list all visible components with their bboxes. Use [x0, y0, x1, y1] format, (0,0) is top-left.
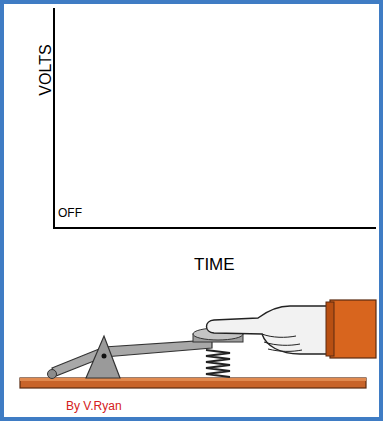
- credit-label: By V.Ryan: [66, 400, 122, 412]
- time-axis: [53, 227, 376, 229]
- hand: [207, 306, 331, 354]
- hand-fingers: [262, 334, 302, 351]
- pivot-pin: [102, 354, 107, 359]
- lever-wheel: [48, 370, 57, 379]
- key-lever: [52, 340, 212, 376]
- axis-label: TIME: [194, 256, 235, 273]
- sleeve-cuff: [326, 302, 334, 356]
- key-base-top: [20, 378, 366, 381]
- key-base: [20, 378, 366, 388]
- volts-axis: [53, 8, 55, 228]
- sleeve: [330, 300, 376, 358]
- state-label: OFF: [58, 207, 82, 219]
- key-spring: [206, 350, 230, 377]
- axis-label: VOLTS: [38, 44, 54, 95]
- key-pivot: [86, 336, 120, 378]
